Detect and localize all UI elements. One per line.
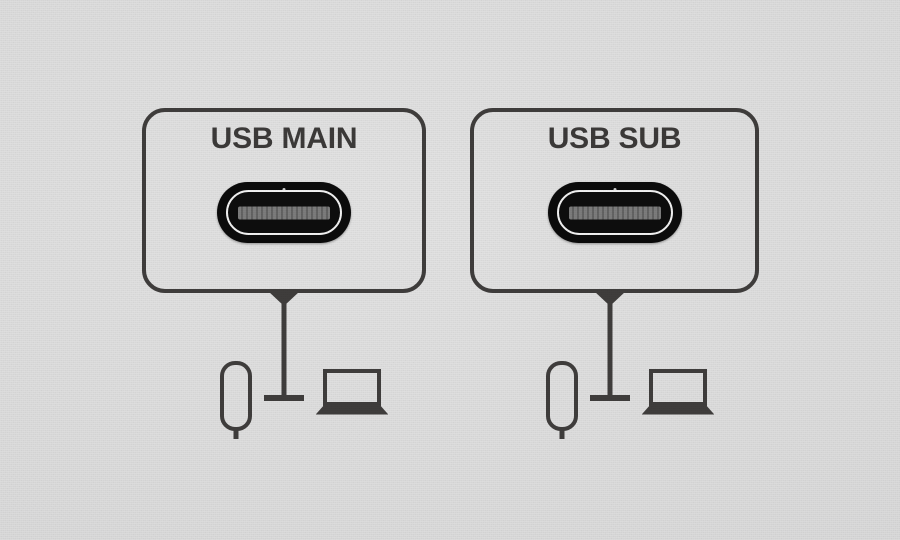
usb-c-jack-body-icon xyxy=(217,182,351,243)
usb-c-jack-ring-icon xyxy=(226,190,342,235)
usb-c-jack-ring-icon xyxy=(556,190,673,235)
usb-c-jack-contacts-icon xyxy=(568,206,661,219)
connector-wedge-icon xyxy=(268,291,300,306)
panel-usb-sub[interactable]: USB SUB xyxy=(470,108,759,293)
connector-foot-icon xyxy=(590,395,630,401)
phone-icon xyxy=(545,360,579,442)
usb-c-jack-notch-icon xyxy=(613,188,616,191)
port-group-usb-main: USB MAIN xyxy=(142,108,426,442)
port-group-usb-sub: USB SUB xyxy=(460,0,900,540)
connection-tree-usb-main xyxy=(254,291,314,401)
usb-c-jack-notch-icon xyxy=(282,188,286,191)
connector-stem-icon xyxy=(281,303,287,397)
usb-c-jack-contacts-icon xyxy=(238,206,330,219)
connector-wedge-icon xyxy=(594,291,626,306)
panel-label-usb-sub: USB SUB xyxy=(547,122,682,155)
connector-stem-icon xyxy=(607,303,613,397)
usb-c-jack-body-icon xyxy=(547,182,682,243)
usb-c-jack-main[interactable] xyxy=(217,182,351,243)
panel-usb-main[interactable]: USB MAIN xyxy=(142,108,426,293)
connector-foot-icon xyxy=(264,395,304,401)
phone-icon xyxy=(219,360,253,442)
connection-tree-usb-sub xyxy=(580,291,640,401)
usb-c-jack-sub[interactable] xyxy=(547,182,682,243)
panel-label-usb-main: USB MAIN xyxy=(210,122,358,155)
laptop-icon xyxy=(642,368,714,416)
laptop-icon xyxy=(316,368,388,416)
